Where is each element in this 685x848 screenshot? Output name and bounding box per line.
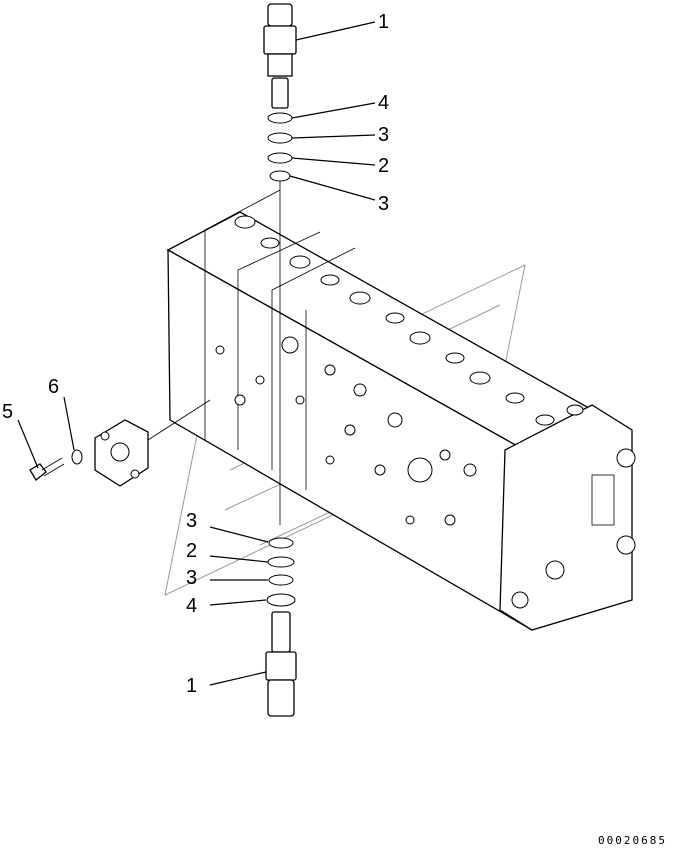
callout-4-top: 4 bbox=[378, 92, 389, 114]
callout-3-top-b: 3 bbox=[378, 193, 389, 215]
relief-valve-bottom bbox=[265, 611, 297, 717]
callout-2-bot: 2 bbox=[186, 540, 197, 562]
relief-valve-top bbox=[263, 3, 297, 109]
flange-plate bbox=[94, 399, 211, 487]
callout-1-top: 1 bbox=[378, 11, 389, 33]
callout-5: 5 bbox=[2, 401, 13, 423]
callout-3-top-a: 3 bbox=[378, 124, 389, 146]
callout-3-bot-a: 3 bbox=[186, 510, 197, 532]
callout-1-bot: 1 bbox=[186, 675, 197, 697]
callout-4-bot: 4 bbox=[186, 595, 197, 617]
callout-3-bot-b: 3 bbox=[186, 567, 197, 589]
control-valve-body bbox=[166, 189, 636, 632]
callout-6: 6 bbox=[48, 376, 59, 398]
callout-2-top: 2 bbox=[378, 155, 389, 177]
washer-6 bbox=[71, 449, 83, 465]
o-rings-top bbox=[267, 112, 293, 525]
drawing-number: 00020685 bbox=[598, 834, 667, 847]
o-rings-bottom bbox=[266, 537, 296, 607]
leader-lines bbox=[17, 21, 376, 686]
